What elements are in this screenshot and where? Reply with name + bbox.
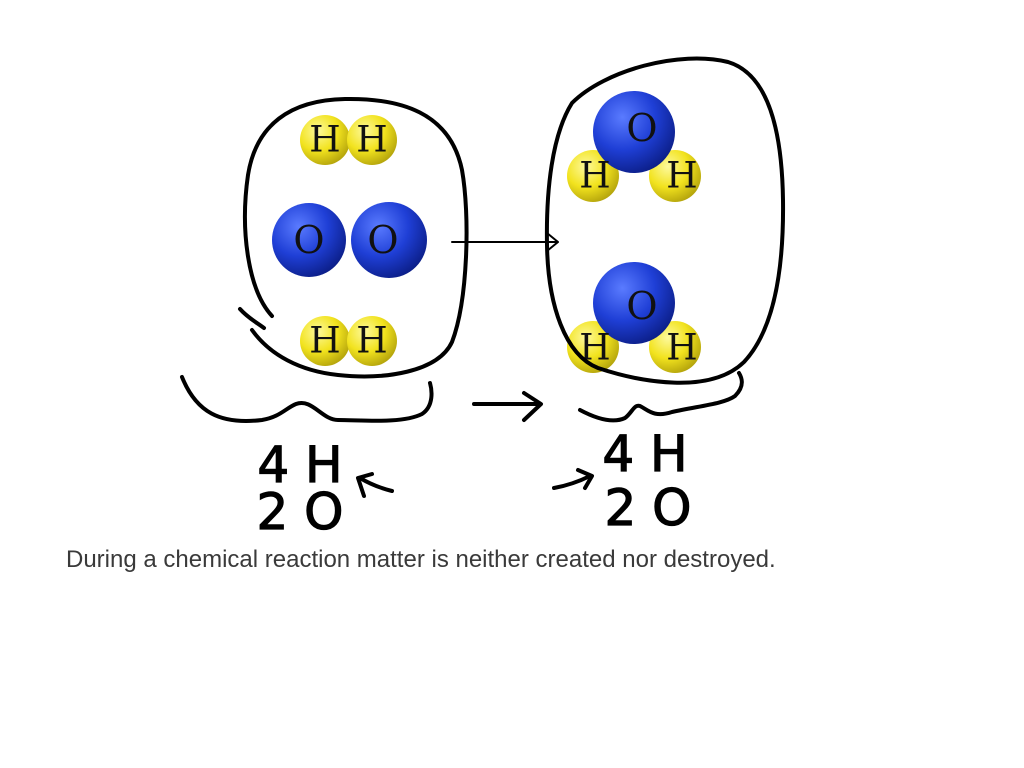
hydrogen-label: H (356, 321, 387, 362)
product-pointer-arrow (552, 468, 594, 490)
product-enclosure-loop (544, 56, 786, 385)
hydrogen-atom (300, 316, 350, 366)
hydrogen-label: H (579, 328, 610, 369)
hydrogen-label: H (666, 156, 697, 197)
hydrogen-label: H (309, 321, 340, 362)
hydrogen-atom (347, 316, 397, 366)
reactant-o2-molecule: O O (272, 202, 427, 278)
oxygen-atom (593, 262, 675, 344)
reactant-pointer-arrow (356, 472, 394, 498)
caption-text: During a chemical reaction matter is nei… (66, 546, 776, 573)
reactant-h2-molecule-bottom: H H (300, 316, 397, 366)
oxygen-label: O (367, 218, 398, 262)
product-oxygen-count: 2 O (604, 479, 691, 537)
reactant-hydrogen-count: 4 H (257, 436, 342, 494)
hydrogen-label: H (309, 120, 340, 161)
hydrogen-atom (567, 321, 619, 373)
reactant-oxygen-count: 2 O (256, 483, 343, 541)
hydrogen-atom (567, 150, 619, 202)
hydrogen-label: H (579, 156, 610, 197)
product-hydrogen-count: 4 H (602, 425, 687, 483)
oxygen-label: O (293, 218, 324, 262)
reactant-brace (180, 375, 434, 423)
reaction-arrow (451, 232, 559, 252)
oxygen-atom (351, 202, 427, 278)
oxygen-label: O (626, 284, 657, 328)
reactant-enclosure-loop (243, 96, 469, 379)
product-brace (578, 371, 744, 423)
oxygen-atom (272, 203, 346, 277)
reactant-enclosure-tail (238, 307, 266, 330)
hydrogen-atom (649, 321, 701, 373)
hydrogen-label: H (356, 120, 387, 161)
hydrogen-atom (649, 150, 701, 202)
reactant-h2-molecule-top: H H (300, 115, 397, 165)
hydrogen-label: H (666, 328, 697, 369)
hydrogen-atom (347, 115, 397, 165)
handwritten-arrow (472, 391, 543, 422)
oxygen-label: O (626, 106, 657, 150)
product-water-molecule-bottom: O H H (567, 262, 701, 373)
product-water-molecule-top: O H H (567, 91, 701, 202)
hydrogen-atom (300, 115, 350, 165)
oxygen-atom (593, 91, 675, 173)
